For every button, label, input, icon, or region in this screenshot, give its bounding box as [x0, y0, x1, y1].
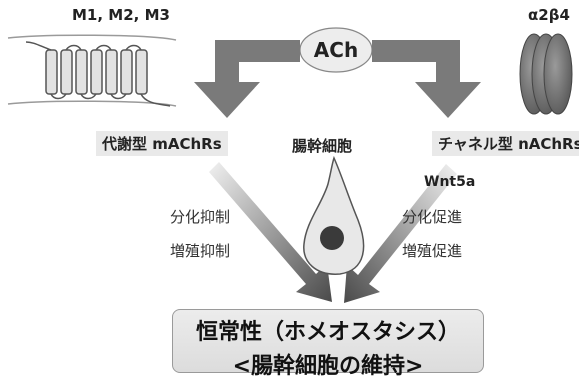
proliferation-inhibition-label: 増殖抑制 [170, 242, 231, 260]
homeostasis-title: 恒常性（ホメオスタシス） [195, 320, 460, 345]
stem-cell-icon [303, 155, 365, 275]
ach-label: ACh [313, 38, 359, 62]
m-receptor-subtypes-label: M1, M2, M3 [72, 6, 170, 24]
stem-cell-maintenance-label: <腸幹細胞の維持> [232, 354, 424, 379]
differentiation-inhibition-label: 分化抑制 [170, 208, 231, 226]
homeostasis-box: 恒常性（ホメオスタシス） <腸幹細胞の維持> [172, 309, 484, 379]
arrow-left-diagonal [209, 162, 332, 302]
arrow-to-nAChRs [372, 40, 481, 118]
proliferation-promotion-label: 増殖促進 [402, 242, 463, 260]
gpcr-receptor-icon [25, 41, 171, 107]
channel-receptor-label: チャネル型 nAChRs [432, 131, 579, 156]
stem-cell-label: 腸幹細胞 [292, 137, 353, 155]
cell-nucleus [320, 226, 344, 250]
wnt5a-label: Wnt5a [424, 174, 476, 190]
metabotropic-receptor-label: 代謝型 mAChRs [96, 131, 228, 156]
nicotinic-channel-icon [519, 33, 573, 115]
arrow-right-diagonal [344, 164, 457, 303]
differentiation-promotion-label: 分化促進 [402, 208, 463, 226]
arrow-to-mAChRs [194, 40, 300, 118]
alpha-beta-subunit-label: α2β4 [528, 6, 570, 24]
